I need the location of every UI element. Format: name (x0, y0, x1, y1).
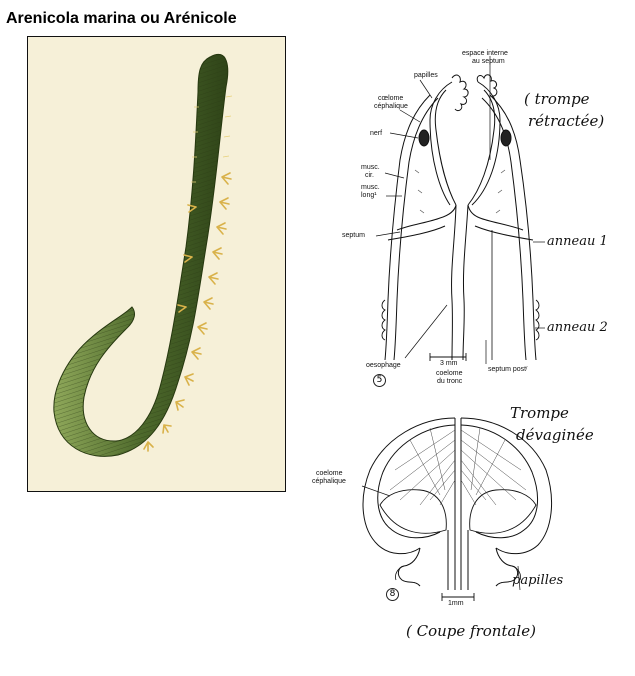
label-musc-long: musc. (361, 184, 380, 191)
label-septum: septum (342, 232, 365, 239)
label-nerf: nerf (370, 130, 383, 137)
annotation-anneau-1: anneau 1 (547, 234, 608, 249)
label-musc-cir: musc. (361, 164, 380, 171)
chaetae (191, 95, 233, 183)
annotation-trompe-8: Trompe (510, 404, 569, 422)
annotation-trompe: ( trompe (524, 90, 590, 108)
annotation-coupe-frontale: ( Coupe frontale) (406, 622, 536, 640)
annotation-devaginee: dévaginée (516, 426, 594, 444)
label-coelome-8: coelome (316, 470, 343, 477)
label-coelome-tronc: coelome (436, 370, 463, 377)
label-oesophage: oesophage (366, 362, 401, 369)
figure-number-8: 8 (386, 588, 399, 601)
label-scale-3mm: 3 mm (440, 360, 458, 367)
label-espace-interne: espace interne (462, 50, 508, 57)
annotation-papilles: papilles (512, 573, 564, 588)
label-musc-long-2: long¹ (361, 192, 377, 199)
annotation-anneau-2: anneau 2 (547, 320, 608, 335)
label-cephalique-8: céphalique (312, 478, 346, 485)
label-septum-post: septum postʳ (488, 366, 528, 373)
label-au-septum: au septum (472, 58, 505, 65)
annotation-retractee: rétractée) (528, 112, 605, 130)
label-coelome-tronc-2: du tronc (437, 378, 463, 385)
page-title: Arenicola marina ou Arénicole (6, 10, 237, 27)
label-papilles: papilles (414, 72, 438, 79)
label-coelome: cœlome (378, 95, 404, 102)
label-cephalique: céphalique (374, 103, 408, 110)
worm-illustration (27, 36, 286, 492)
gill-tufts (143, 172, 232, 452)
figure-number-5: 5 (373, 374, 386, 387)
label-scale-1mm: 1mm (448, 600, 464, 607)
evaginated-proboscis-section (361, 417, 553, 601)
retracted-proboscis-section (375, 56, 545, 364)
worm-drawing (53, 54, 233, 457)
label-musc-cir-2: cir. (365, 172, 374, 179)
